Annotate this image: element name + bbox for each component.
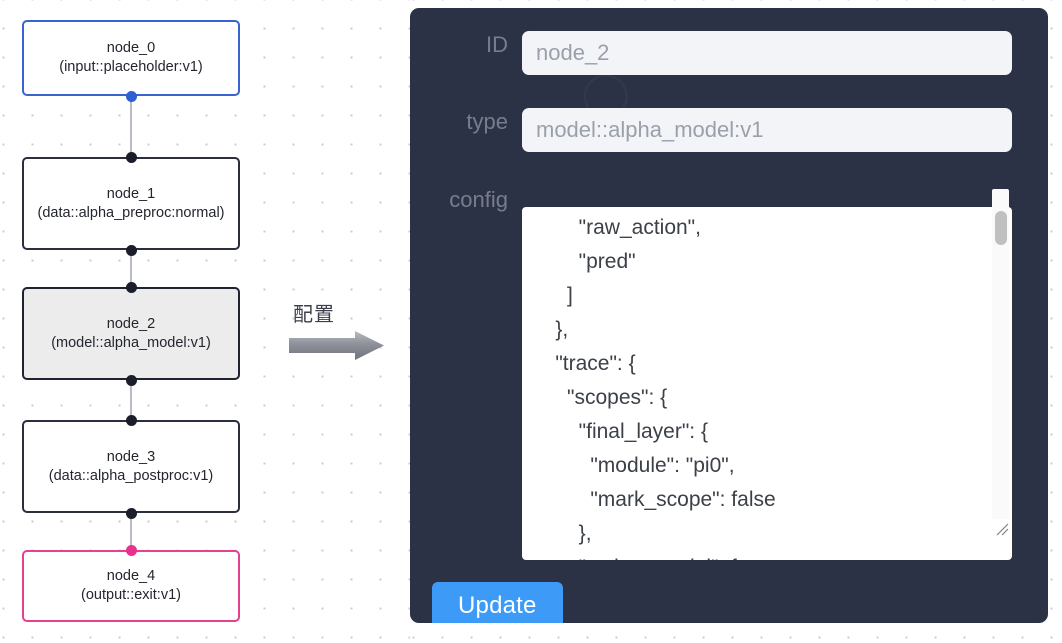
node-title: node_1 [106,185,156,202]
config-scrollbar-thumb[interactable] [995,211,1007,245]
node-subtitle: (data::alpha_postproc:v1) [48,467,214,484]
port-node_2-out[interactable] [126,375,137,386]
graph-node-node_1[interactable]: node_1 (data::alpha_preproc:normal) [22,157,240,250]
port-node_0-out[interactable] [126,91,137,102]
id-input[interactable] [522,31,1012,75]
resize-handle-icon[interactable] [994,521,1010,537]
edge-node1-node2 [130,245,132,292]
graph-node-node_2[interactable]: node_2 (model::alpha_model:v1) [22,287,240,380]
id-label: ID [486,32,508,57]
transition-arrow-group: 配置 [287,298,397,368]
type-input[interactable] [522,108,1012,152]
node-title: node_3 [106,448,156,465]
edge-node3-node4 [130,508,132,555]
port-node_4-in[interactable] [126,545,137,556]
node-subtitle: (model::alpha_model:v1) [51,334,211,351]
field-row-id: ID [410,31,1012,75]
graph-node-node_4[interactable]: node_4 (output::exit:v1) [22,550,240,622]
update-button[interactable]: Update [432,582,563,623]
edge-node0-node1 [130,90,132,162]
port-node_2-in[interactable] [126,282,137,293]
field-row-config: config "raw_action", "pred" ] }, "trace"… [410,186,1012,560]
node-subtitle: (output::exit:v1) [81,587,181,603]
node-title: node_0 [106,40,156,56]
config-textarea[interactable]: "raw_action", "pred" ] }, "trace": { "sc… [522,207,1012,560]
graph-canvas[interactable]: node_0 (input::placeholder:v1) node_1 (d… [0,0,410,643]
node-title: node_2 [106,315,156,332]
graph-node-node_3[interactable]: node_3 (data::alpha_postproc:v1) [22,420,240,513]
node-subtitle: (data::alpha_preproc:normal) [37,204,225,221]
graph-node-node_0[interactable]: node_0 (input::placeholder:v1) [22,20,240,96]
port-node_1-out[interactable] [126,245,137,256]
field-row-type: type [410,108,1012,152]
config-label: config [449,187,508,212]
node-config-panel: ◯ ID type config "raw_action", "pred" ] … [410,8,1048,623]
config-editor[interactable]: "raw_action", "pred" ] }, "trace": { "sc… [522,186,1012,560]
edge-node2-node3 [130,375,132,425]
port-node_3-in[interactable] [126,415,137,426]
arrow-caption: 配置 [293,302,335,326]
port-node_1-in[interactable] [126,152,137,163]
node-title: node_4 [106,568,156,584]
right-arrow-icon [289,331,384,360]
config-scrollbar[interactable] [992,189,1009,519]
port-node_3-out[interactable] [126,508,137,519]
type-label: type [466,109,508,134]
node-subtitle: (input::placeholder:v1) [59,59,203,75]
